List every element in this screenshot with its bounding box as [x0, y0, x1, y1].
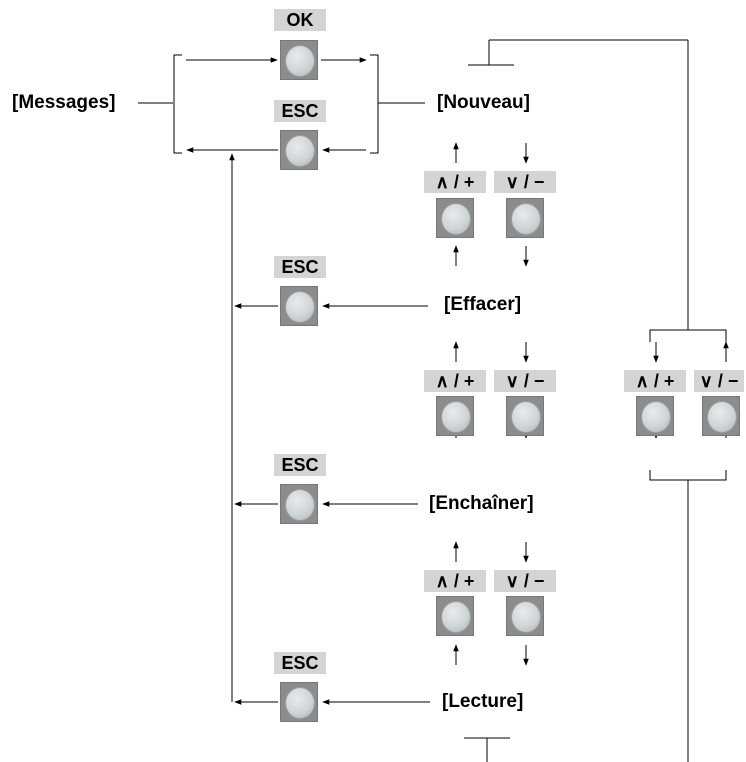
up-plus-key-label: ∧ / + — [424, 171, 486, 193]
down-minus-button[interactable] — [506, 396, 544, 436]
up-plus-button[interactable] — [436, 396, 474, 436]
lecture-label: [Lecture] — [442, 691, 524, 712]
up-plus-key-label: ∧ / + — [424, 570, 486, 592]
esc-key-label: ESC — [274, 652, 326, 674]
down-minus-key-label: ∨ / − — [494, 370, 556, 392]
down-minus-key-label: ∨ / − — [694, 370, 744, 392]
up-plus-button[interactable] — [436, 198, 474, 238]
esc-key-label: ESC — [274, 256, 326, 278]
left-bracket — [173, 54, 182, 154]
esc-button[interactable] — [280, 130, 318, 170]
up-plus-button[interactable] — [436, 596, 474, 636]
effacer-label: [Effacer] — [444, 294, 522, 315]
up-plus-key-label: ∧ / + — [424, 370, 486, 392]
down-minus-key-label: ∨ / − — [494, 570, 556, 592]
down-minus-button[interactable] — [506, 596, 544, 636]
up-plus-key-label: ∧ / + — [624, 370, 686, 392]
enchainer-label: [Enchaîner] — [429, 493, 534, 514]
esc-button[interactable] — [280, 682, 318, 722]
esc-button[interactable] — [280, 484, 318, 524]
down-minus-key-label: ∨ / − — [494, 171, 556, 193]
down-minus-button[interactable] — [506, 198, 544, 238]
esc-button[interactable] — [280, 286, 318, 326]
right-bracket — [370, 54, 379, 154]
wrap-lower-bracket — [649, 470, 727, 481]
ok-key-label: OK — [274, 9, 326, 31]
ok-button[interactable] — [280, 40, 318, 80]
down-minus-button[interactable] — [702, 396, 740, 436]
nouveau-label: [Nouveau] — [437, 92, 530, 113]
up-plus-button[interactable] — [636, 396, 674, 436]
esc-key-label: ESC — [274, 454, 326, 476]
wrap-upper-bracket — [649, 329, 727, 342]
esc-key-label: ESC — [274, 100, 326, 122]
messages-label: [Messages] — [12, 92, 116, 113]
